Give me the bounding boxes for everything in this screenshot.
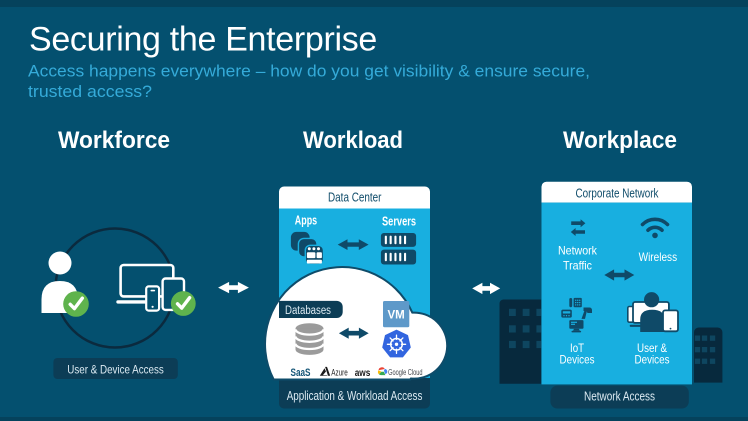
svg-text:Workforce: Workforce [58,127,170,154]
svg-text:VM: VM [387,310,404,322]
svg-text:Network Access: Network Access [584,390,655,404]
svg-text:Apps: Apps [295,214,317,228]
svg-text:SaaS: SaaS [291,367,311,379]
svg-text:IoT: IoT [570,341,585,355]
svg-text:User & Device Access: User & Device Access [67,363,164,377]
svg-text:Devices: Devices [560,353,595,367]
svg-text:Google Cloud: Google Cloud [388,367,423,377]
svg-text:Securing the Enterprise: Securing the Enterprise [29,21,377,59]
svg-text:Traffic: Traffic [563,259,592,273]
svg-text:Azure: Azure [331,368,348,379]
svg-text:Corporate Network: Corporate Network [576,187,660,201]
svg-text:User &: User & [637,341,667,355]
svg-text:Application & Workload Access: Application & Workload Access [287,389,423,403]
svg-text:Data Center: Data Center [328,191,382,205]
svg-text:Wireless: Wireless [639,250,678,264]
svg-text:Servers: Servers [382,215,416,229]
svg-text:Databases: Databases [285,305,331,317]
svg-text:Workplace: Workplace [563,127,677,154]
svg-text:aws: aws [355,367,371,379]
svg-text:Network: Network [558,244,598,258]
svg-text:Devices: Devices [635,353,670,367]
svg-text:trusted access?: trusted access? [28,82,152,101]
svg-text:Workload: Workload [303,127,403,154]
svg-text:Access happens everywhere – ho: Access happens everywhere – how do you g… [28,62,590,81]
